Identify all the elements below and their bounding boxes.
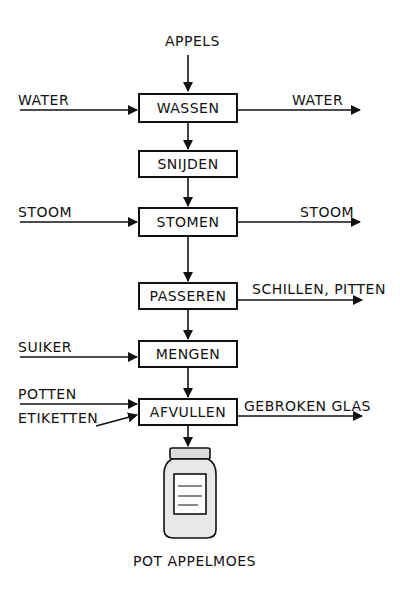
jar-body [164,459,216,538]
process-box: WASSEN [138,93,238,123]
process-box: PASSEREN [138,282,238,310]
input-arrow [20,109,137,111]
output-arrow [238,109,360,111]
flow-arrow [187,237,189,281]
process-box: MENGEN [138,340,238,368]
jar-label-scribble [178,486,202,505]
input-arrow [187,55,189,91]
input-arrow [20,403,137,405]
process-box: STOMEN [138,207,238,237]
jar-illustration [164,448,216,538]
output-arrow [238,221,360,223]
flow-label: STOOM [18,204,72,220]
process-box: SNIJDEN [138,150,238,178]
flow-arrow [187,123,189,149]
process-name: SNIJDEN [157,156,218,172]
output-arrow [187,425,189,446]
process-name: MENGEN [156,346,221,362]
input-arrow [20,221,137,223]
process-name: WASSEN [157,100,220,116]
flow-label: SUIKER [18,339,72,355]
jar-lid [170,448,210,459]
process-box: AFVULLEN [138,398,238,426]
output-arrow [238,415,362,417]
flow-label: STOOM [300,204,354,220]
input-arrow [20,356,137,358]
flow-label: WATER [18,92,69,108]
process-name: AFVULLEN [150,404,226,420]
flow-arrow [187,368,189,397]
flow-arrow [187,310,189,339]
flow-label: SCHILLEN, PITTEN [252,281,386,297]
flow-label: GEBROKEN GLAS [244,398,371,414]
product-label: POT APPELMOES [133,553,256,569]
flow-label: ETIKETTEN [18,410,98,426]
jar-label [174,474,206,514]
output-arrow [238,299,362,301]
process-name: PASSEREN [150,288,227,304]
input-arrow [96,415,137,426]
flow-label: POTTEN [18,386,77,402]
process-name: STOMEN [157,214,220,230]
flow-label: WATER [292,92,343,108]
flow-arrow [187,178,189,206]
flow-label: APPELS [165,33,220,49]
